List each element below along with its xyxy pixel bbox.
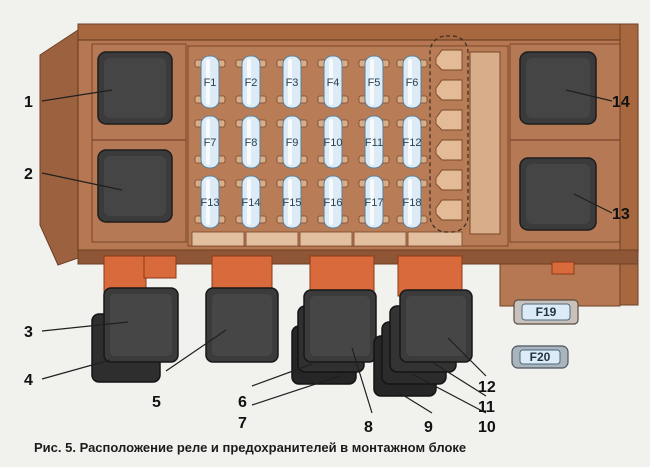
housing-left-end bbox=[39, 29, 79, 266]
fuse-label: F10 bbox=[324, 137, 343, 149]
relay-8 bbox=[303, 289, 377, 363]
relay-2 bbox=[97, 149, 173, 223]
callout-13: 13 bbox=[612, 206, 630, 223]
relay-14 bbox=[519, 51, 597, 125]
fuse-label: F19 bbox=[536, 305, 557, 319]
fuse-f18: F18 bbox=[396, 175, 428, 229]
fuse-f12: F12 bbox=[396, 115, 428, 169]
relay-5 bbox=[205, 287, 279, 363]
callout-labels: 1 2 3 4 5 6 7 8 9 10 11 12 13 14 bbox=[24, 94, 630, 436]
callout-7: 7 bbox=[238, 415, 247, 432]
fuse-label: F11 bbox=[365, 137, 383, 149]
fuse-f11: F11 bbox=[358, 115, 390, 169]
relay-13 bbox=[519, 157, 597, 231]
relay-socket bbox=[435, 139, 463, 161]
fuse-f16: F16 bbox=[317, 175, 349, 229]
fuse-label: F20 bbox=[530, 350, 551, 364]
spare-fuse-slot bbox=[469, 51, 501, 235]
callout-4: 4 bbox=[24, 372, 33, 389]
fuse-label: F15 bbox=[283, 197, 302, 209]
fuse-f13: F13 bbox=[194, 175, 226, 229]
fuse-label: F5 bbox=[368, 77, 381, 89]
relay-socket bbox=[435, 109, 463, 131]
fuse-f17: F17 bbox=[358, 175, 390, 229]
relay-socket bbox=[435, 169, 463, 191]
fuse-f10: F10 bbox=[317, 115, 349, 169]
fuse-f4: F4 bbox=[317, 55, 349, 109]
leader-lines bbox=[41, 89, 613, 414]
fuse-f19: F19 bbox=[513, 299, 579, 325]
relay-socket-column bbox=[435, 49, 463, 221]
relay-socket bbox=[435, 79, 463, 101]
callout-3: 3 bbox=[24, 324, 33, 341]
label-tab bbox=[353, 231, 407, 247]
fuse-label: F3 bbox=[286, 77, 299, 89]
label-tab bbox=[407, 231, 463, 247]
fuse-f1: F1 bbox=[194, 55, 226, 109]
relay-3 bbox=[103, 287, 179, 363]
fuse-f2: F2 bbox=[235, 55, 267, 109]
figure-caption: Рис. 5. Расположение реле и предохраните… bbox=[34, 440, 467, 455]
fuse-label: F14 bbox=[242, 197, 261, 209]
callout-12: 12 bbox=[478, 379, 496, 396]
fuse-label: F6 bbox=[406, 77, 419, 89]
fuse-f9: F9 bbox=[276, 115, 308, 169]
callout-5: 5 bbox=[152, 394, 161, 411]
fuse-label: F12 bbox=[403, 137, 422, 149]
dashed-outline bbox=[429, 35, 469, 233]
callout-11: 11 bbox=[478, 399, 495, 416]
callout-2: 2 bbox=[24, 166, 33, 183]
callout-9: 9 bbox=[424, 419, 433, 436]
fuse-f6: F6 bbox=[396, 55, 428, 109]
fuse-label: F13 bbox=[201, 197, 220, 209]
fuse-label: F17 bbox=[365, 197, 384, 209]
label-tab bbox=[191, 231, 245, 247]
fuse-label: F4 bbox=[327, 77, 340, 89]
housing-right-end bbox=[619, 23, 639, 306]
callout-1: 1 bbox=[24, 94, 33, 111]
relay-socket bbox=[435, 199, 463, 221]
fuse-label: F18 bbox=[403, 197, 422, 209]
fuse-f8: F8 bbox=[235, 115, 267, 169]
relay-1 bbox=[97, 51, 173, 125]
fuse-f3: F3 bbox=[276, 55, 308, 109]
fuse-label: F9 bbox=[286, 137, 299, 149]
fuse-label: F1 bbox=[204, 77, 217, 89]
label-tab bbox=[299, 231, 353, 247]
relay-socket bbox=[435, 49, 463, 71]
fuse-label: F7 bbox=[204, 137, 217, 149]
callout-8: 8 bbox=[364, 419, 373, 436]
fuse-f15: F15 bbox=[276, 175, 308, 229]
fuse-label: F2 bbox=[245, 77, 258, 89]
fuse-label-strip bbox=[191, 231, 463, 247]
callout-10: 10 bbox=[478, 419, 496, 436]
callout-6: 6 bbox=[238, 394, 247, 411]
fuse-label: F16 bbox=[324, 197, 343, 209]
fuse-f5: F5 bbox=[358, 55, 390, 109]
fuse-f14: F14 bbox=[235, 175, 267, 229]
fuse-label: F8 bbox=[245, 137, 258, 149]
fuse-f20: F20 bbox=[511, 345, 569, 369]
callout-14: 14 bbox=[612, 94, 630, 111]
label-tab bbox=[245, 231, 299, 247]
fuse-f7: F7 bbox=[194, 115, 226, 169]
